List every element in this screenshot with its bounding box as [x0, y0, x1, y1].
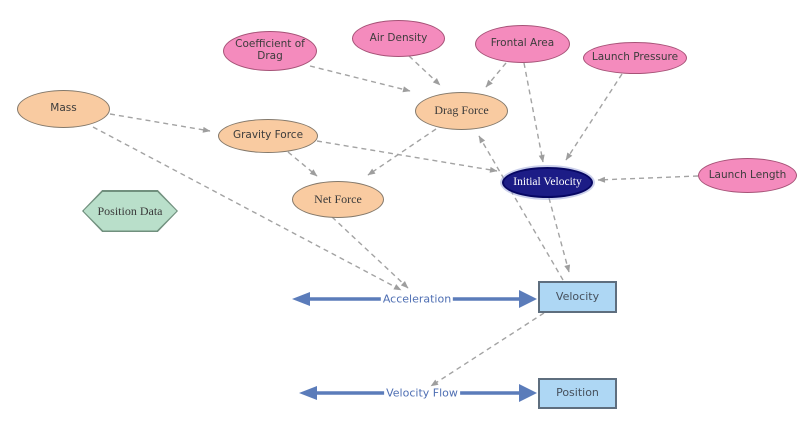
link-net-force-acceleration: [331, 216, 409, 289]
node-drag-force-label: Drag Force: [434, 103, 489, 118]
link-mass-acceleration: [92, 126, 402, 291]
link-frontal-area-drag-force: [485, 62, 507, 88]
node-gravity-force[interactable]: Gravity Force: [218, 119, 318, 153]
node-air-density-label: Air Density: [369, 31, 428, 44]
node-initial-velocity[interactable]: Initial Velocity: [502, 167, 593, 198]
link-initial-velocity-velocity: [548, 197, 571, 273]
velocity-flow-label[interactable]: Velocity Flow: [384, 386, 460, 400]
link-coefficient-of-drag-drag-force: [309, 65, 411, 93]
node-mass[interactable]: Mass: [17, 90, 110, 128]
link-velocity-velocity-flow: [430, 312, 545, 387]
link-gravity-force-net-force: [287, 151, 318, 177]
flow-pipes: [292, 290, 537, 402]
acceleration-flow-label-text: Acceleration: [382, 292, 452, 306]
stock-velocity-label: Velocity: [555, 289, 600, 303]
link-launch-pressure-initial-velocity: [565, 73, 623, 161]
acceleration-flow-valve-arrowhead: [519, 290, 537, 308]
link-mass-gravity-force: [109, 113, 211, 133]
acceleration-flow-label[interactable]: Acceleration: [380, 292, 454, 306]
acceleration-flow-source-arrowhead: [292, 292, 310, 306]
node-frontal-area-label: Frontal Area: [490, 37, 555, 50]
link-velocity-drag-force: [478, 135, 564, 281]
link-air-density-drag-force: [408, 55, 441, 86]
node-net-force[interactable]: Net Force: [292, 181, 384, 218]
node-mass-label: Mass: [50, 102, 77, 115]
node-launch-pressure-label: Launch Pressure: [591, 51, 679, 64]
node-net-force-label: Net Force: [314, 191, 362, 206]
node-drag-force[interactable]: Drag Force: [415, 92, 508, 130]
node-coefficient-of-drag[interactable]: Coefficient of Drag: [223, 31, 317, 71]
stock-position[interactable]: Position: [538, 378, 617, 409]
node-position-data-label: Position Data: [97, 203, 163, 218]
position-data-hexagon: Position Data: [83, 191, 177, 231]
node-launch-length[interactable]: Launch Length: [698, 158, 797, 193]
link-launch-length-initial-velocity: [597, 175, 699, 183]
node-initial-velocity-label: Initial Velocity: [513, 176, 582, 189]
node-air-density[interactable]: Air Density: [352, 20, 445, 57]
node-launch-pressure[interactable]: Launch Pressure: [583, 42, 687, 74]
stock-velocity[interactable]: Velocity: [538, 281, 617, 313]
node-position-data[interactable]: Position Data: [82, 190, 178, 232]
link-frontal-area-initial-velocity: [523, 62, 545, 163]
velocity-flow-valve-arrowhead: [519, 384, 537, 402]
node-launch-length-label: Launch Length: [708, 168, 787, 181]
velocity-flow-source-arrowhead: [299, 386, 317, 400]
node-coefficient-of-drag-label: Coefficient of Drag: [235, 38, 305, 62]
stock-position-label: Position: [556, 386, 599, 400]
velocity-flow-label-text: Velocity Flow: [386, 386, 458, 400]
node-frontal-area[interactable]: Frontal Area: [475, 25, 570, 63]
link-gravity-force-initial-velocity: [316, 140, 498, 173]
node-gravity-force-label: Gravity Force: [232, 129, 304, 142]
link-drag-force-net-force: [367, 128, 437, 176]
